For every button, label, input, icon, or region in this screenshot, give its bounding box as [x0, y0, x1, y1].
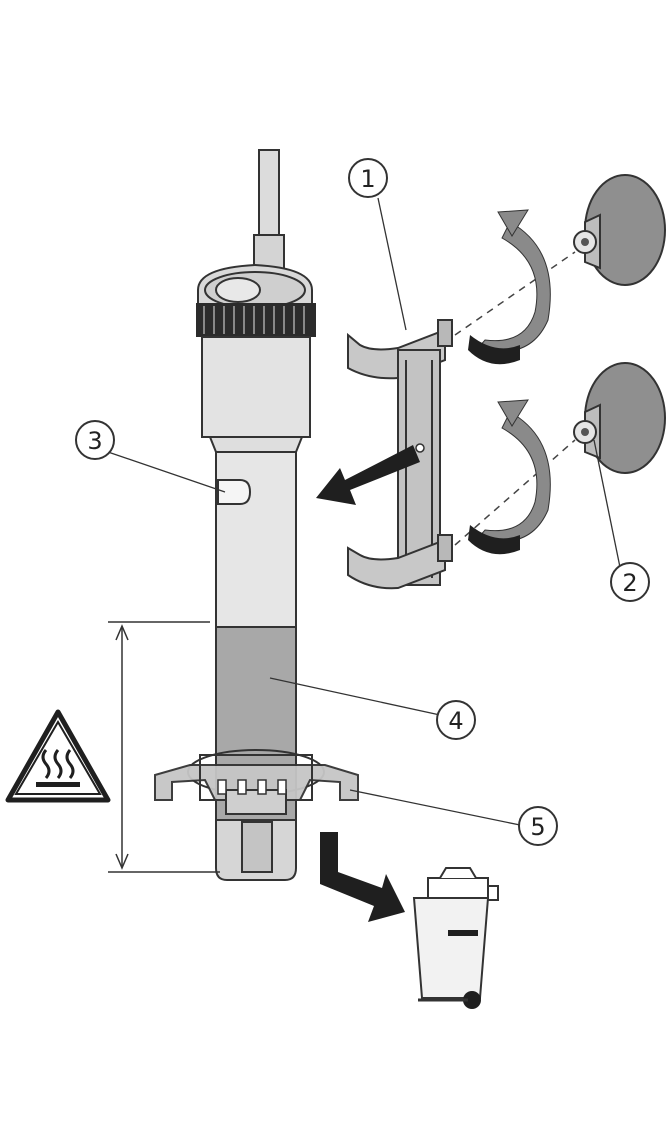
stand-foot — [154, 749, 359, 815]
callout-1: 1 — [348, 158, 388, 198]
callout-3: 3 — [75, 420, 115, 460]
callout-2: 2 — [610, 562, 650, 602]
callout-3-label: 3 — [87, 427, 102, 455]
fill-window — [217, 479, 252, 505]
callout-1-label: 1 — [360, 165, 375, 193]
suction-cup-top — [573, 174, 666, 286]
callout-4: 4 — [436, 700, 476, 740]
rotate-arrow-bottom — [468, 399, 551, 555]
callout-5-label: 5 — [530, 813, 545, 841]
suction-cup-bottom — [573, 362, 666, 474]
callout-2-label: 2 — [622, 569, 637, 597]
disposal-arrow — [320, 832, 405, 922]
direction-arrow — [316, 445, 420, 505]
fill-height-dimension — [108, 621, 220, 873]
rotate-arrow-top — [468, 209, 551, 365]
tube-body — [215, 451, 297, 628]
callout-4-label: 4 — [448, 707, 463, 735]
hot-surface-warning-icon — [5, 709, 111, 803]
holder-clip — [347, 319, 453, 590]
callout-5: 5 — [518, 806, 558, 846]
waste-bin-icon — [412, 867, 499, 1009]
